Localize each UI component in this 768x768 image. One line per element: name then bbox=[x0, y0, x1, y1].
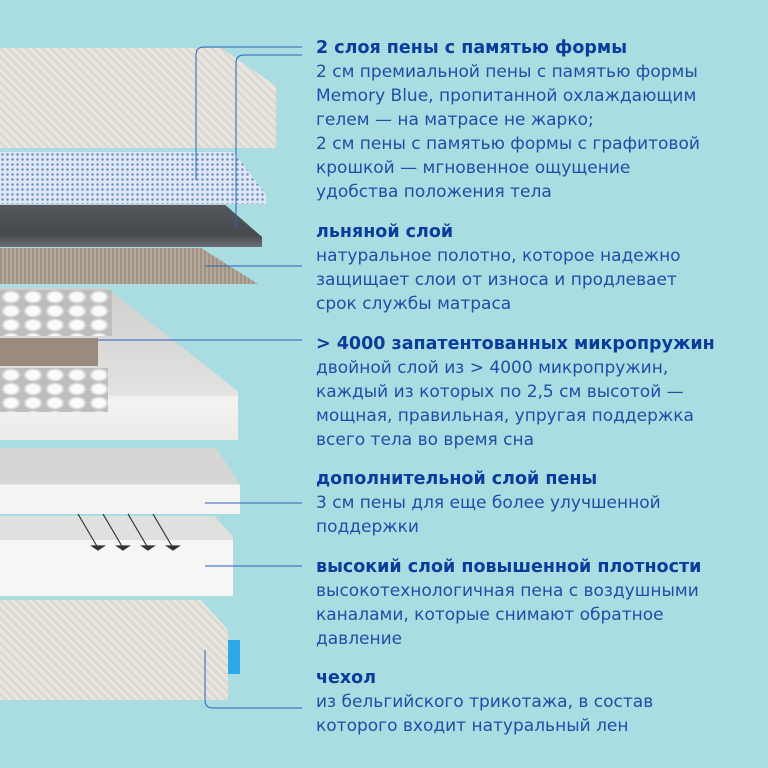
spring-separator-layer bbox=[0, 338, 98, 366]
layer-title: 2 слоя пены с памятью формы bbox=[316, 38, 628, 58]
layer-description: 2 см премиальной пены с памятью формы Me… bbox=[316, 62, 700, 202]
leader-line-memory-foam bbox=[195, 46, 302, 180]
microsprings-lower bbox=[0, 368, 108, 412]
layer-title: высокий слой повышенной плотности bbox=[316, 557, 702, 577]
layer-title: чехол bbox=[316, 668, 377, 688]
graphite-foam-layer bbox=[0, 205, 262, 247]
layer-info-linen: льняной слой натуральное полотно, которо… bbox=[316, 220, 756, 316]
layer-description: из бельгийского трикотажа, в состав кото… bbox=[316, 692, 654, 736]
layer-title: > 4000 запатентованных микропружин bbox=[316, 334, 715, 354]
layer-description: двойной слой из > 4000 микропружин, кажд… bbox=[316, 358, 694, 450]
layer-info-microsprings: > 4000 запатентованных микропружин двойн… bbox=[316, 332, 756, 452]
brand-tag bbox=[228, 640, 240, 674]
layer-title: дополнительной слой пены bbox=[316, 469, 598, 489]
layer-info-extra-foam: дополнительной слой пены 3 см пены для е… bbox=[316, 467, 756, 539]
microsprings-upper bbox=[0, 290, 112, 336]
layer-description: 3 см пены для еще более улучшенной подде… bbox=[316, 493, 661, 537]
high-density-foam-layer bbox=[0, 516, 233, 596]
extra-foam-layer bbox=[0, 448, 240, 514]
memory-foam-layer bbox=[0, 152, 266, 204]
layer-info-cover: чехол из бельгийского трикотажа, в соста… bbox=[316, 666, 756, 738]
leader-line-graphite-foam bbox=[235, 54, 302, 228]
bottom-cover-layer bbox=[0, 600, 228, 700]
top-cover-layer bbox=[0, 48, 276, 148]
leader-line-cover bbox=[204, 650, 302, 709]
layer-description: высокотехнологичная пена с воздушными ка… bbox=[316, 581, 699, 649]
layer-info-memory-foam: 2 слоя пены с памятью формы 2 см премиал… bbox=[316, 36, 756, 204]
layer-title: льняной слой bbox=[316, 222, 454, 242]
layer-info-high-density: высокий слой повышенной плотности высоко… bbox=[316, 555, 756, 651]
layer-description: натуральное полотно, которое надежно защ… bbox=[316, 246, 681, 314]
